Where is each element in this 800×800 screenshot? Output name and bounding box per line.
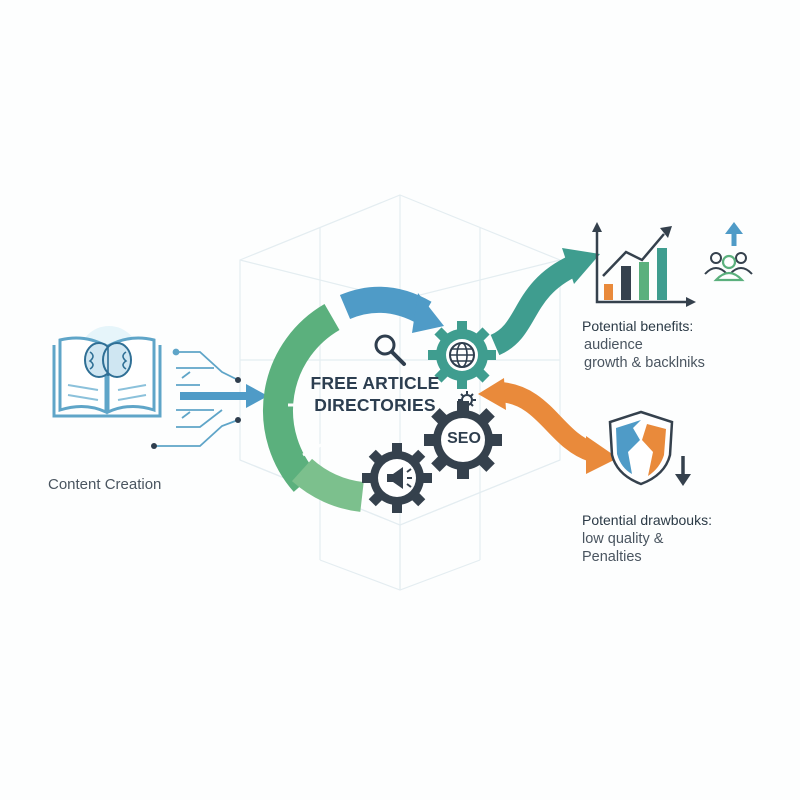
input-arrow	[180, 384, 268, 408]
benefits-line1: audience	[584, 337, 643, 353]
drawbacks-line2: Penalties	[582, 549, 642, 565]
bar-chart-icon	[592, 222, 696, 307]
globe-gear-icon	[428, 321, 496, 389]
center-title: FREE ARTICLE DIRECTORIES	[300, 372, 450, 416]
center-title-line2: DIRECTORIES	[314, 395, 436, 415]
megaphone-gear-icon	[362, 443, 432, 513]
process-arc	[263, 286, 444, 512]
circuit-lines	[151, 348, 241, 449]
drawbacks-line1: low quality &	[582, 531, 664, 547]
magnifier-icon	[374, 334, 406, 366]
down-arrow-icon	[675, 456, 691, 486]
center-title-line1: FREE ARTICLE	[310, 373, 440, 393]
seo-label: SEO	[447, 430, 481, 447]
book-brain-icon	[52, 326, 162, 418]
people-up-icon	[704, 222, 753, 282]
drawbacks-title: Potential drawbouks:	[582, 512, 712, 528]
broken-shield-icon	[608, 410, 674, 486]
benefits-line2: growth & backlniks	[584, 355, 705, 371]
drawbacks-arrow	[478, 378, 618, 474]
benefits-arrow	[489, 248, 600, 356]
content-creation-label: Content Creation	[48, 476, 162, 493]
benefits-title: Potential benefits:	[582, 318, 694, 334]
